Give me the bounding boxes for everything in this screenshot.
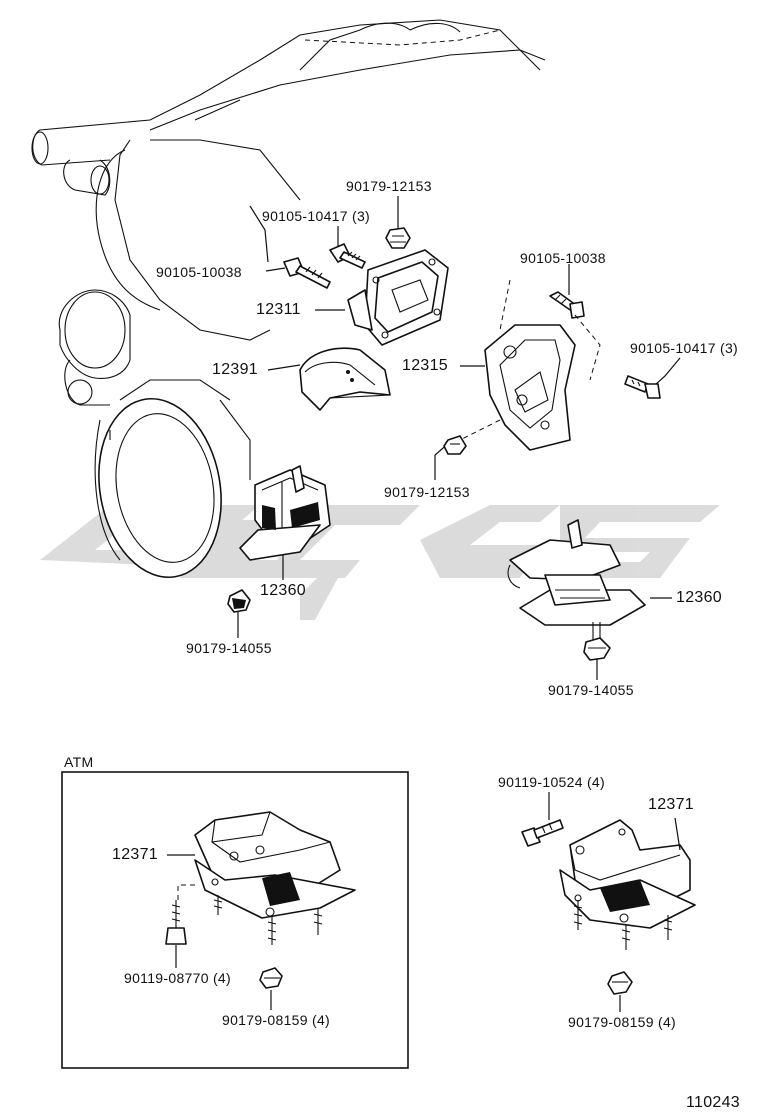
bolt-90119-10524 [521, 792, 564, 847]
bolt-90105-10417-right [624, 375, 661, 399]
mount-12371-right [559, 817, 696, 950]
atm-frame [61, 771, 409, 1069]
nut-90179-08159-right [607, 971, 633, 1012]
label-12360-left: 12360 [260, 582, 306, 599]
label-90179-12153-mid: 90179-12153 [384, 484, 470, 500]
engine-outline [31, 19, 546, 579]
label-12391: 12391 [212, 361, 258, 378]
bolt-90105-10417-left [329, 243, 366, 269]
mount-12371-atm [167, 811, 356, 945]
nut-90179-12153-top [385, 227, 411, 249]
label-90179-12153-top: 90179-12153 [346, 178, 432, 194]
label-12360-right: 12360 [676, 589, 722, 606]
insulator-12391 [299, 347, 391, 411]
nut-90179-14055-right [583, 637, 611, 661]
label-12315: 12315 [402, 357, 448, 374]
label-90105-10038-right: 90105-10038 [520, 250, 606, 266]
figure-number: 110243 [686, 1094, 741, 1111]
label-90105-10038-left: 90105-10038 [156, 264, 242, 280]
label-90105-10417-left: 90105-10417 (3) [262, 208, 371, 224]
bracket-12315 [459, 279, 601, 451]
bolt-90105-10038-right [549, 291, 585, 319]
label-atm: ATM [64, 754, 94, 770]
label-90119-08770: 90119-08770 (4) [124, 970, 231, 986]
bracket-12311 [347, 249, 449, 346]
insulator-12360-right [507, 519, 646, 641]
nut-90179-14055-left [227, 589, 251, 613]
insulator-12360-left [239, 465, 331, 561]
nut-90179-08159-atm [259, 967, 283, 1010]
bolt-90119-08770 [165, 900, 187, 968]
label-90179-14055-left: 90179-14055 [186, 640, 272, 656]
label-12311: 12311 [256, 301, 301, 318]
label-12371-atm: 12371 [112, 846, 158, 863]
label-90119-10524: 90119-10524 (4) [498, 774, 605, 790]
nut-90179-12153-mid [443, 435, 467, 455]
label-90179-08159-right: 90179-08159 (4) [568, 1014, 677, 1030]
label-90105-10417-right: 90105-10417 (3) [630, 340, 739, 356]
bolt-90105-10038-left [283, 257, 331, 289]
label-90179-08159-atm: 90179-08159 (4) [222, 1012, 331, 1028]
label-12371-right: 12371 [648, 796, 694, 813]
label-90179-14055-right: 90179-14055 [548, 682, 634, 698]
